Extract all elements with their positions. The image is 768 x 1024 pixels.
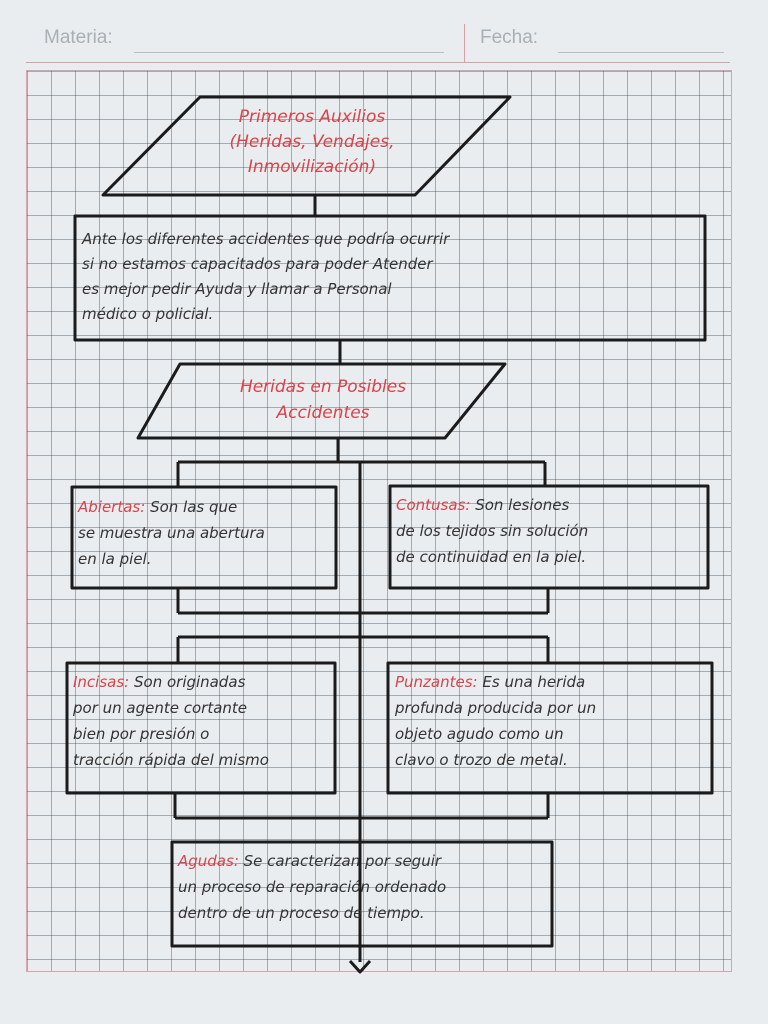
punzantes-box (386, 661, 714, 795)
title-line: Primeros Auxilios (239, 107, 386, 127)
intro-text: Ante los diferentes accidentes que podrí… (81, 230, 450, 323)
svg-text:Contusas: Son lesiones: Contusas: Son lesiones (396, 496, 569, 514)
incisas-box (65, 661, 337, 795)
intro-line: Ante los diferentes accidentes que podrí… (81, 230, 450, 248)
agudas-box (170, 840, 554, 948)
subtitle-text: Heridas en Posibles Accidentes (240, 377, 406, 423)
fecha-blank-line (558, 52, 724, 53)
agudas-line: Se caracterizan por seguir (239, 852, 442, 870)
punzantes-line: objeto agudo como un (395, 725, 564, 743)
fecha-label: Fecha: (480, 27, 539, 48)
contusas-line: de los tejidos sin solución (396, 522, 588, 540)
contusas-line: de continuidad en la piel. (396, 548, 586, 566)
incisas-text: Incisas: Son originadas por un agente co… (72, 673, 269, 769)
abiertas-line: Son las que (145, 498, 237, 516)
header-divider (464, 24, 465, 62)
abiertas-line: en la piel. (78, 550, 151, 568)
page-header: Materia: Fecha: (26, 24, 730, 63)
grid-paper (26, 70, 732, 972)
abiertas-line: se muestra una abertura (78, 524, 265, 542)
abiertas-text: Abiertas: Son las que se muestra una abe… (77, 498, 265, 568)
title-text: Primeros Auxilios (Heridas, Vendajes, In… (230, 107, 395, 177)
agudas-line: dentro de un proceso de tiempo. (178, 904, 425, 922)
incisas-line: bien por presión o (73, 725, 209, 743)
subtitle-parallelogram (136, 362, 507, 440)
intro-box (73, 214, 707, 342)
agudas-text: Agudas: Se caracterizan por seguir un pr… (177, 852, 446, 922)
title-line: Inmovilización) (248, 157, 376, 177)
punzantes-line: profunda producida por un (394, 699, 596, 717)
intro-line: si no estamos capacitados para poder Ate… (82, 255, 433, 273)
contusas-text: Contusas: Son lesiones de los tejidos si… (396, 496, 588, 566)
contusas-box (388, 484, 710, 590)
materia-label: Materia: (44, 27, 113, 48)
title-line: (Heridas, Vendajes, (230, 132, 395, 152)
svg-text:Abiertas: Son las que: Abiertas: Son las que (77, 498, 237, 516)
svg-text:Punzantes: Es una herida: Punzantes: Es una herida (395, 673, 585, 691)
incisas-line: tracción rápida del mismo (73, 751, 269, 769)
contusas-line: Son lesiones (470, 496, 569, 514)
punzantes-text: Punzantes: Es una herida profunda produc… (394, 673, 596, 769)
subtitle-line: Accidentes (275, 403, 369, 423)
incisas-line: Son originadas (129, 673, 245, 691)
svg-text:Agudas: Se caracterizan por se: Agudas: Se caracterizan por seguir (177, 852, 442, 870)
punzantes-line: Es una herida (478, 673, 586, 691)
abiertas-box (70, 485, 338, 590)
intro-line: es mejor pedir Ayuda y llamar a Personal (82, 280, 392, 298)
agudas-line: un proceso de reparación ordenado (178, 878, 446, 896)
svg-text:Incisas: Son originadas: Incisas: Son originadas (73, 673, 246, 691)
abiertas-term: Abiertas: (77, 498, 145, 516)
intro-line: médico o policial. (82, 305, 213, 323)
punzantes-line: clavo o trozo de metal. (395, 751, 568, 769)
punzantes-term: Punzantes: (395, 673, 478, 691)
materia-blank-line (134, 52, 444, 53)
arrow-down-icon (348, 959, 372, 974)
agudas-term: Agudas: (177, 852, 239, 870)
contusas-term: Contusas: (396, 496, 470, 514)
incisas-line: por un agente cortante (72, 699, 247, 717)
title-parallelogram (101, 95, 512, 197)
incisas-term: Incisas: (73, 673, 129, 691)
subtitle-line: Heridas en Posibles (240, 377, 406, 397)
